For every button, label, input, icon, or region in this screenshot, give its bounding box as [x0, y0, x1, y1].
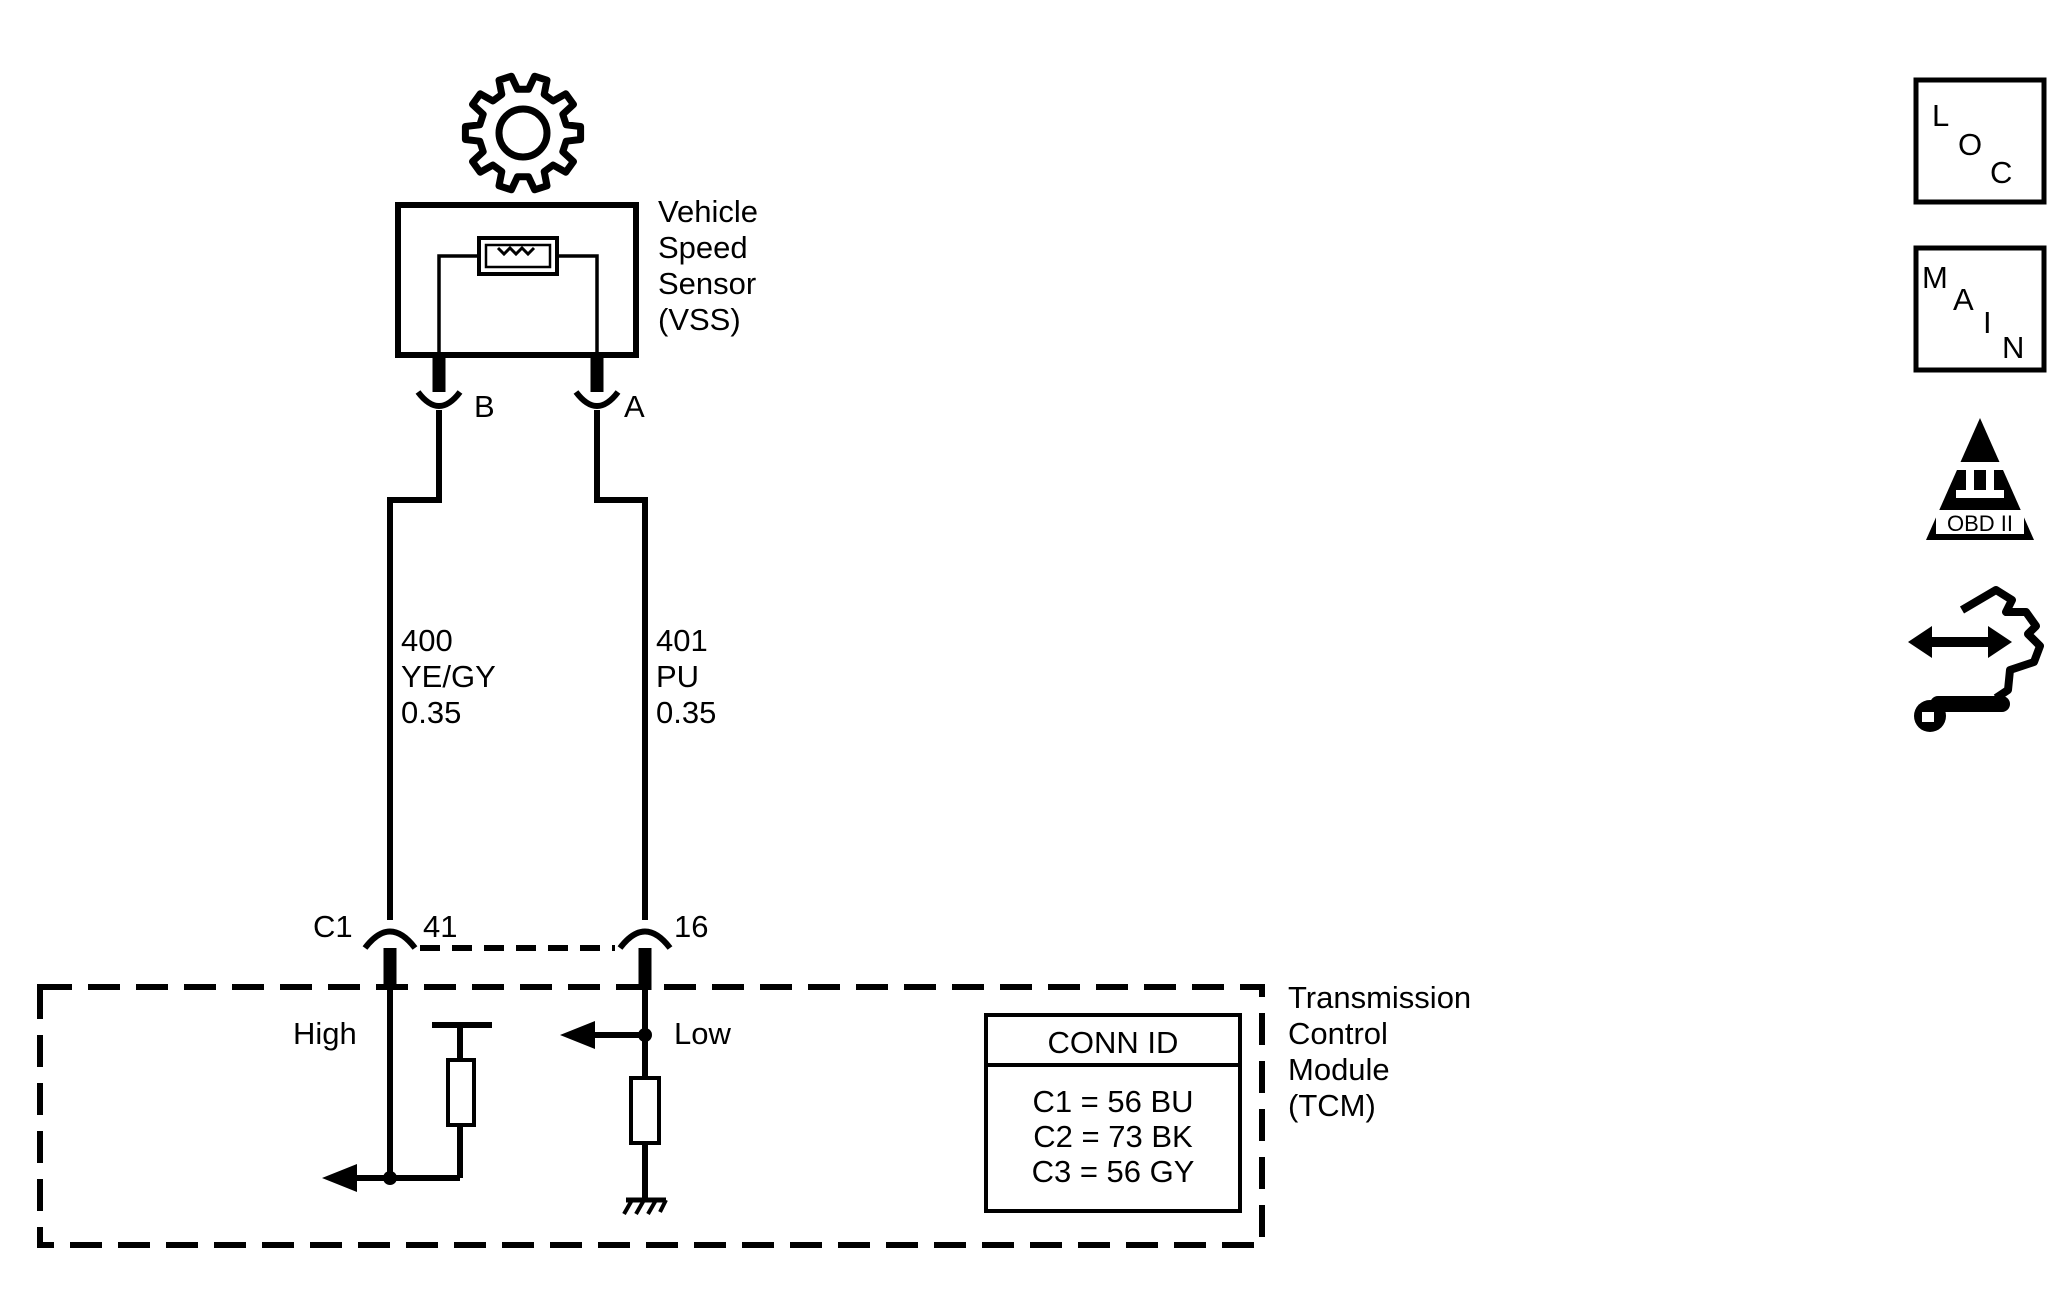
loc-icon[interactable]: L O C [1913, 77, 2047, 205]
loc-letter-c: C [1990, 155, 2012, 190]
gear-icon [461, 72, 585, 194]
connector-b-symbol [415, 390, 463, 409]
tcm-name-line-1: Transmission [1288, 980, 1471, 1015]
tcm-name-line-3: Module [1288, 1052, 1390, 1087]
connector-pin-a: A [624, 389, 645, 424]
loc-letter-l: L [1932, 98, 1949, 133]
tcm-connector-label: C1 [313, 909, 353, 944]
signal-low-label: Low [674, 1016, 731, 1051]
sensor-name-line-1: Vehicle [658, 194, 758, 229]
vehicle-speed-sensor [395, 202, 639, 392]
main-letter-n: N [2002, 330, 2024, 365]
tcm-name-line-4: (TCM) [1288, 1088, 1376, 1123]
main-letter-a: A [1953, 282, 1974, 317]
high-arrow [322, 1164, 357, 1192]
main-letter-m: M [1922, 260, 1948, 295]
gear-hub [495, 105, 551, 161]
signal-high-label: High [293, 1016, 357, 1051]
wire-400-color: YE/GY [401, 659, 496, 694]
gear-outline [461, 72, 585, 194]
main-icon[interactable]: M A I N [1913, 245, 2047, 373]
tcm-name-line-2: Control [1288, 1016, 1388, 1051]
connector-repair-icon[interactable] [1908, 586, 2044, 732]
tcm-boundary [37, 984, 1265, 1248]
wire-401-circuit: 401 [656, 623, 708, 658]
tcm-pin-41: 41 [423, 909, 457, 944]
conn-id-box [984, 1013, 1242, 1213]
wire-401-color: PU [656, 659, 699, 694]
ground-icon [622, 1197, 668, 1215]
wire-400-circuit: 400 [401, 623, 453, 658]
conn-id-row-3: C3 = 56 GY [1032, 1154, 1195, 1189]
tcm-connector-41-symbol [362, 928, 418, 950]
wire-400 [387, 410, 442, 920]
main-letter-i: I [1983, 305, 1992, 340]
sensor-name-line-2: Speed [658, 230, 748, 265]
connector-pin-b: B [474, 389, 495, 424]
connector-a-symbol [573, 390, 621, 409]
wire-400-gauge: 0.35 [401, 695, 461, 730]
low-side-circuit [560, 990, 661, 1198]
sensor-name-line-4: (VSS) [658, 302, 741, 337]
conn-id-row-1: C1 = 56 BU [1032, 1084, 1193, 1119]
sensor-name-line-3: Sensor [658, 266, 756, 301]
obd-ii-icon[interactable]: OBD II [1926, 418, 2034, 540]
conn-id-row-2: C2 = 73 BK [1033, 1119, 1193, 1154]
wire-401-gauge: 0.35 [656, 695, 716, 730]
conn-id-title: CONN ID [1048, 1025, 1179, 1060]
low-arrow [560, 1021, 595, 1049]
tcm-pin-16: 16 [674, 909, 708, 944]
loc-letter-o: O [1958, 127, 1982, 162]
high-side-circuit [322, 990, 492, 1192]
obd-ii-label: OBD II [1947, 511, 2013, 536]
tcm-connector-16-symbol [617, 928, 673, 950]
wire-401 [594, 410, 648, 920]
